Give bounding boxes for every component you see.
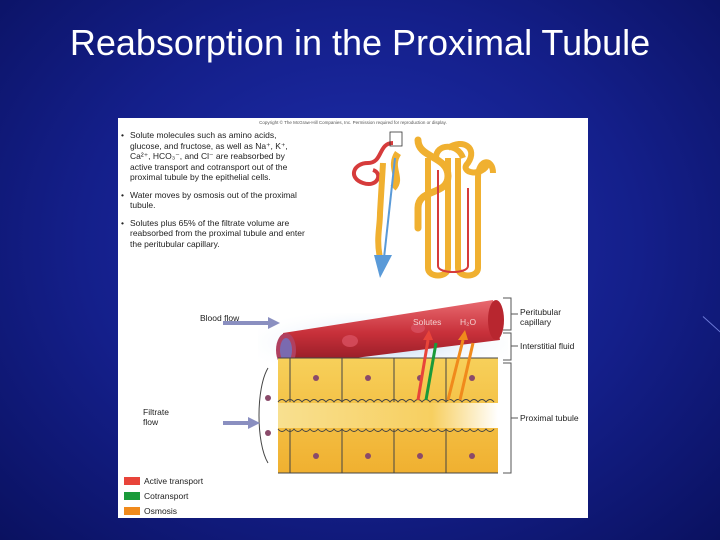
legend-label: Cotransport (144, 491, 189, 501)
bullet-list: • Solute molecules such as amino acids, g… (120, 130, 306, 256)
label-brackets (503, 297, 518, 474)
slide-title: Reabsorption in the Proximal Tubule (69, 22, 651, 63)
legend-label: Active transport (144, 476, 204, 486)
bullet-item: • Solute molecules such as amino acids, g… (120, 130, 306, 183)
bullet-text: Solute molecules such as amino acids, gl… (130, 130, 288, 182)
bullet-dot-icon: • (121, 189, 124, 200)
bullet-dot-icon: • (121, 130, 124, 140)
bullet-item: • Solutes plus 65% of the filtrate volume… (120, 218, 306, 250)
diagram-figure: Copyright © The McGraw-Hill Companies, I… (118, 118, 588, 518)
flow-arrows (223, 317, 280, 429)
peritubular-capillary-label: Peritubular capillary (520, 307, 562, 327)
blood-flow-label: Blood flow (200, 313, 240, 323)
bullet-text: Water moves by osmosis out of the proxim… (130, 189, 297, 211)
proximal-tubule-label: Proximal tubule (520, 413, 579, 423)
copyright-notice: Copyright © The McGraw-Hill Companies, I… (259, 120, 447, 125)
legend-swatch (124, 477, 140, 485)
solutes-label: Solutes (413, 317, 442, 327)
legend-item-cotransport: Cotransport (124, 491, 188, 501)
legend-item-osmosis: Osmosis (124, 506, 177, 516)
legend-swatch (124, 507, 140, 515)
interstitial-fluid-label: Interstitial fluid (520, 341, 575, 351)
water-label: H₂O (460, 317, 477, 327)
bullet-dot-icon: • (121, 217, 124, 228)
legend-label: Osmosis (144, 506, 178, 516)
bullet-text: Solutes plus 65% of the filtrate volume … (130, 217, 305, 249)
legend-item-active-transport: Active transport (124, 476, 203, 486)
bullet-item: • Water moves by osmosis out of the proxi… (120, 190, 306, 211)
transport-arrows (416, 330, 475, 401)
legend-swatch (124, 492, 140, 500)
decorative-line (702, 316, 720, 333)
nephron-overview (352, 131, 496, 279)
filtrate-flow-label: Filtrate flow (143, 407, 169, 427)
proximal-tubule (258, 357, 498, 474)
nephron-illustration (223, 131, 518, 474)
